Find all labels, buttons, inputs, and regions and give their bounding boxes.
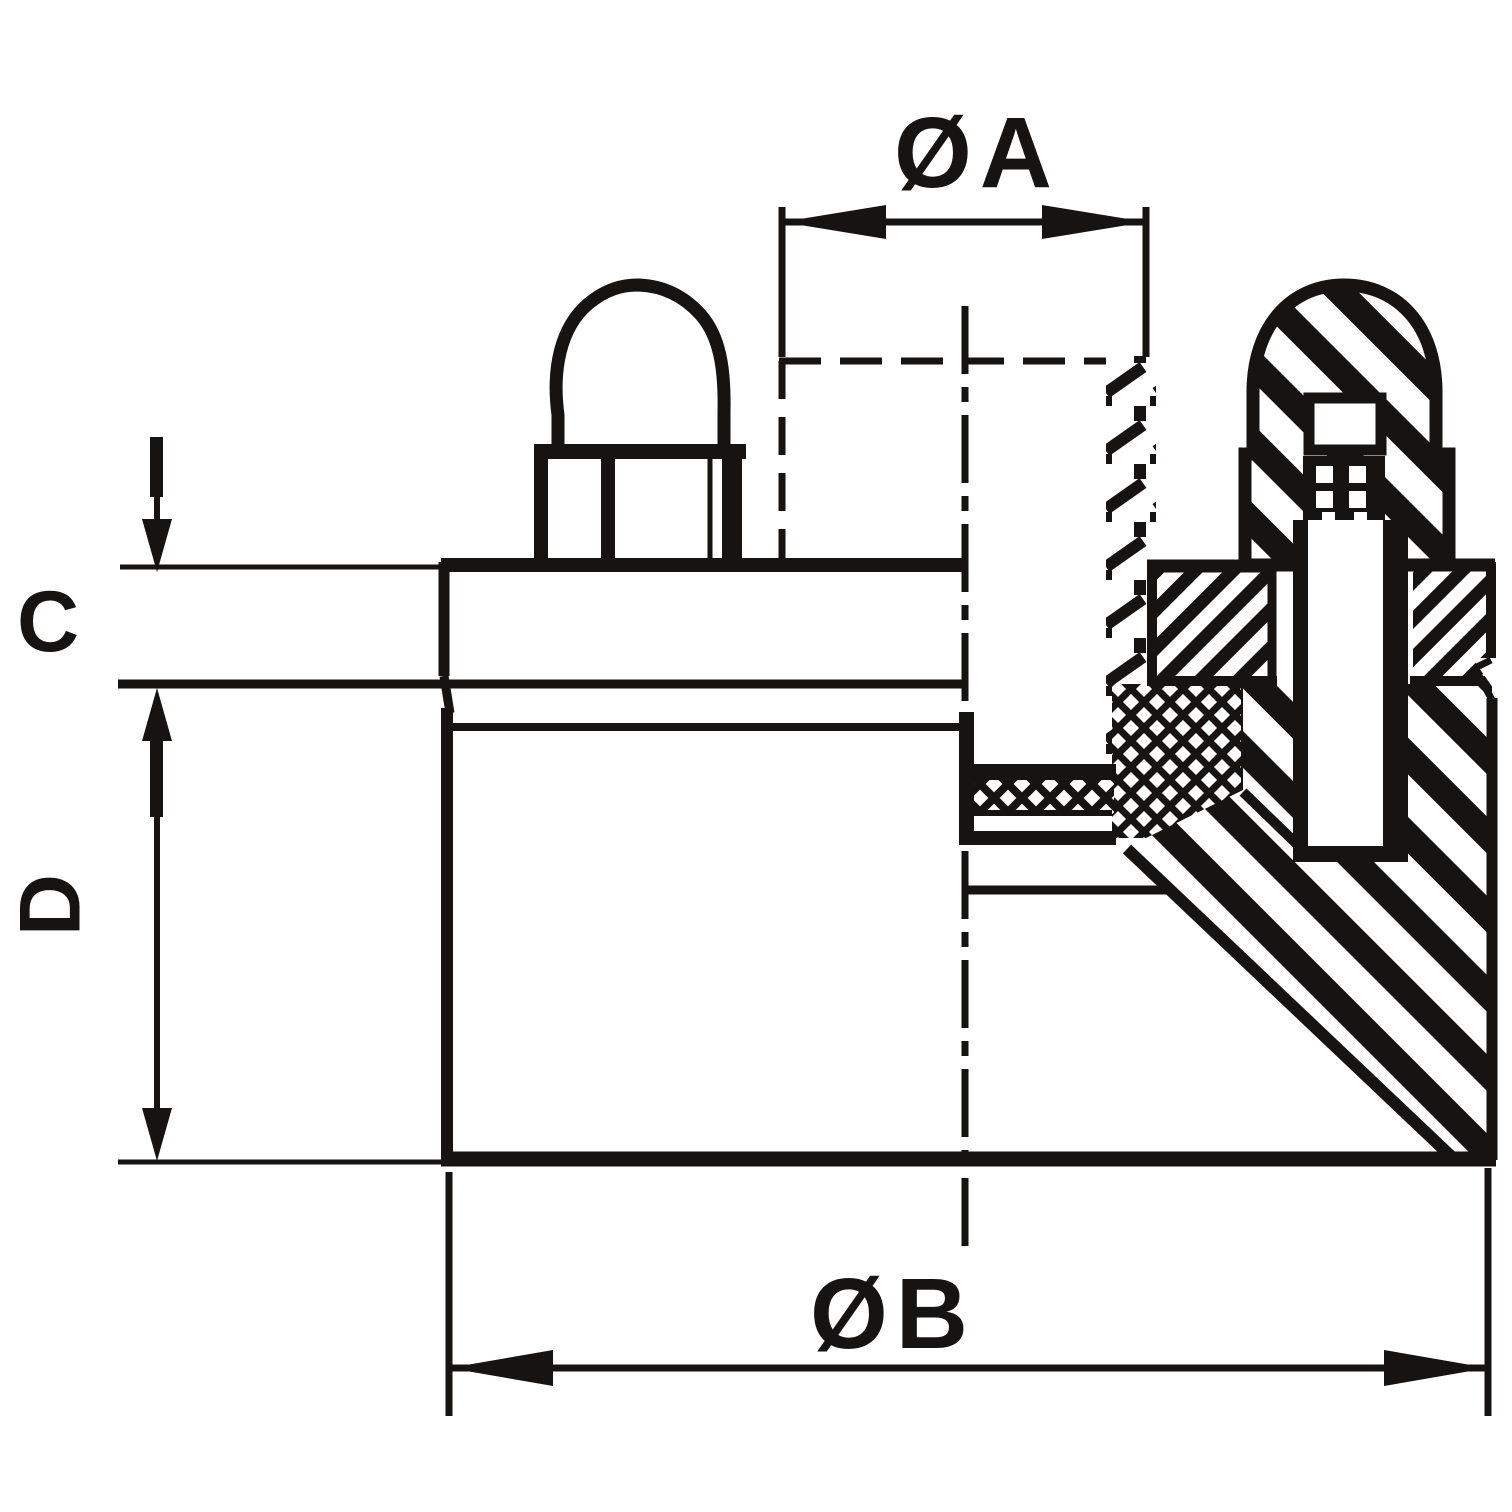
nipple-body-mid-line [601, 458, 615, 566]
thread-engagement-crosshatch [1112, 684, 1246, 838]
dimension-dia-a: ØA [778, 97, 1150, 357]
screw-shank-right-border [1383, 520, 1408, 856]
screw-assembly [1238, 278, 1456, 862]
c-label: C [17, 574, 79, 670]
right-outer-edge [1449, 558, 1503, 1160]
dia-a-arrow-right [1042, 205, 1146, 239]
screw-knurl-block [1303, 456, 1385, 520]
gasket-top-bar [960, 764, 1116, 780]
nipple-collar [534, 444, 746, 459]
dimension-dia-b: ØB [445, 1168, 1492, 1416]
gasket-lattice [964, 780, 1114, 814]
c-arrow-down [142, 519, 172, 572]
screw-slot [1303, 392, 1387, 456]
flange-block-left [1149, 564, 1275, 681]
c-arrow-tail-top [150, 437, 163, 497]
cone-outer-edge [1122, 844, 1461, 1166]
knurl-cell [1316, 466, 1333, 483]
d-arrow-down [142, 1108, 172, 1161]
nipple-body-left-edge [534, 458, 548, 566]
vent-nipple [534, 278, 746, 566]
screw-shank-left-border [1293, 520, 1308, 852]
gasket-seat-bar [960, 831, 1116, 845]
knurl-notch [1322, 512, 1335, 520]
bore-step-wall [959, 712, 974, 845]
nipple-dome [549, 278, 731, 450]
notch-edge-b [1471, 666, 1496, 702]
nipple-body-right-edge [722, 458, 742, 566]
dia-b-arrow-right [1384, 1350, 1488, 1386]
dia-b-arrow-left [449, 1350, 553, 1386]
gasket-section [960, 764, 1116, 845]
dia-a-label: ØA [894, 97, 1060, 209]
knurl-cell [1349, 466, 1366, 483]
screw-shank [1307, 520, 1383, 842]
c-arrow-up [142, 688, 172, 741]
knurl-notch [1354, 512, 1367, 520]
dia-a-arrow-left [782, 205, 886, 239]
flange-bevel [439, 675, 455, 714]
dimension-c-d: C D [3, 437, 447, 1165]
knurl-cell [1349, 491, 1366, 508]
d-label: D [3, 874, 99, 936]
knurl-cell [1316, 491, 1333, 508]
d-arrow-tail-top [150, 741, 163, 817]
body-outline [118, 558, 1496, 1167]
flange-gap-sliver [1404, 563, 1413, 681]
dia-b-label: ØB [810, 1258, 976, 1370]
flange-section-blocks [1147, 559, 1491, 686]
screw-shank-tip [1293, 846, 1408, 862]
